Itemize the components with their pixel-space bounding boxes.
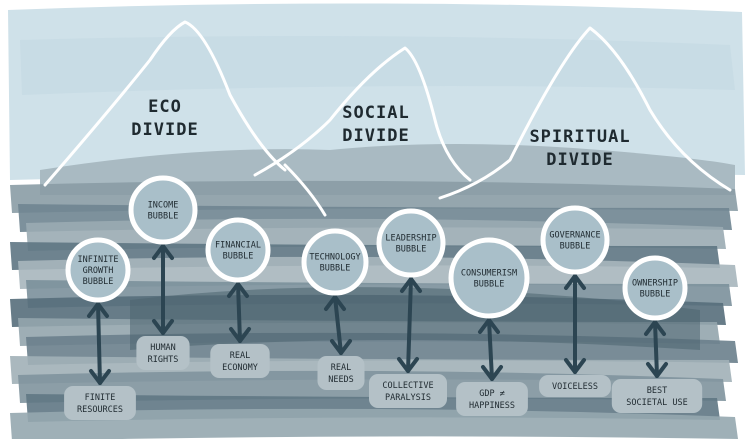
consequence-label: HUMAN [150,343,176,353]
bubble-circle [205,217,271,283]
arrow-head-down [564,358,586,374]
bubble-circle [376,208,446,278]
consequence-label: GDP ≠ [479,389,505,399]
bubble-label: BUBBLE [148,212,179,222]
arrow-head-up [324,295,346,311]
double-arrow [487,318,494,381]
consequence-label-bg [64,386,136,420]
consequence-label-bg [611,379,703,413]
consequence-label: BEST [647,386,667,396]
consequence-label: REAL [230,351,250,361]
ground-stroke [10,408,738,439]
mountains [43,20,732,217]
bubble-label: LEADERSHIP [385,234,436,244]
double-arrow [406,277,413,373]
consequence-label: VOICELESS [552,382,598,392]
bubble-label: BUBBLE [83,277,114,287]
consequence-label: RESOURCES [77,405,123,415]
consequence-label-bg [369,374,447,408]
consequence-label: REAL [331,363,351,373]
bubbles: INFINITEGROWTHBUBBLEFINITERESOURCESINCOM… [64,175,703,420]
bubble-label: GOVERNANCE [549,231,600,241]
consequence-label-bg [539,375,611,397]
divide-labels: ECO DIVIDE SOCIAL DIVIDE SPIRITUAL DIVIDE [131,97,630,170]
bubble-circle [622,255,688,321]
divide-label-line1: SPIRITUAL [529,127,630,147]
consequence-label: RIGHTS [148,355,179,365]
consequence-label: NEEDS [328,375,354,385]
consequence-label: SOCIETAL USE [626,398,687,408]
arrow-head-up [227,282,249,298]
arrow-head-down [89,369,111,385]
consequence-label-bg [317,356,365,390]
arrow-head-up [564,274,586,290]
bubble-label: BUBBLE [560,242,591,252]
bubble-label: BUBBLE [640,290,671,300]
bubble-label: CONSUMERISM [461,269,517,279]
consequence-label: ECONOMY [222,363,258,373]
consequence-label-bg [456,382,528,416]
bubble-circle [65,237,131,303]
bubble-label: BUBBLE [320,264,351,274]
bubble-label: BUBBLE [396,245,427,255]
consequence-label: HAPPINESS [469,401,515,411]
ground-stroke [130,287,700,350]
arrow-head-up [400,277,422,293]
arrow-head-up [478,318,500,334]
arrow-head-up [152,244,174,260]
bubble-label: FINANCIAL [215,241,261,251]
bubble-label: INFINITE [78,255,119,265]
bubble-label: BUBBLE [474,280,505,290]
double-arrow [236,282,242,343]
arrow-head-down [481,365,503,381]
divide-label-line2: DIVIDE [546,150,613,170]
arrow-head-up [644,320,666,336]
consequence-label: COLLECTIVE [382,381,433,391]
arrow-head-down [646,362,668,378]
bubble-label: BUBBLE [223,252,254,262]
bubble-circle [540,205,610,275]
arrow-head-down [229,327,251,343]
divide-label-line1: ECO [148,97,182,117]
double-arrow [333,295,343,355]
bubble-circle [128,175,198,245]
divide-label-line1: SOCIAL [342,103,409,123]
bubble-circle [301,228,369,296]
double-arrow [96,302,102,385]
bubble-label: GROWTH [83,266,114,276]
arrow-head-down [330,339,352,355]
bubble-label: TECHNOLOGY [309,253,360,263]
bubble-label: OWNERSHIP [632,279,678,289]
consequence-label-bg [136,336,190,370]
bubble-label: INCOME [148,201,179,211]
divide-label-line2: DIVIDE [342,126,409,146]
arrow-head-down [397,357,419,373]
double-arrow [653,320,659,378]
arrow-head-down [152,319,174,335]
divide-label-line2: DIVIDE [131,120,198,140]
consequence-label-bg [210,344,270,378]
arrow-head-up [87,302,109,318]
consequence-label: FINITE [85,393,116,403]
bubble-circle [448,237,530,319]
consequence-label: PARALYSIS [385,393,431,403]
